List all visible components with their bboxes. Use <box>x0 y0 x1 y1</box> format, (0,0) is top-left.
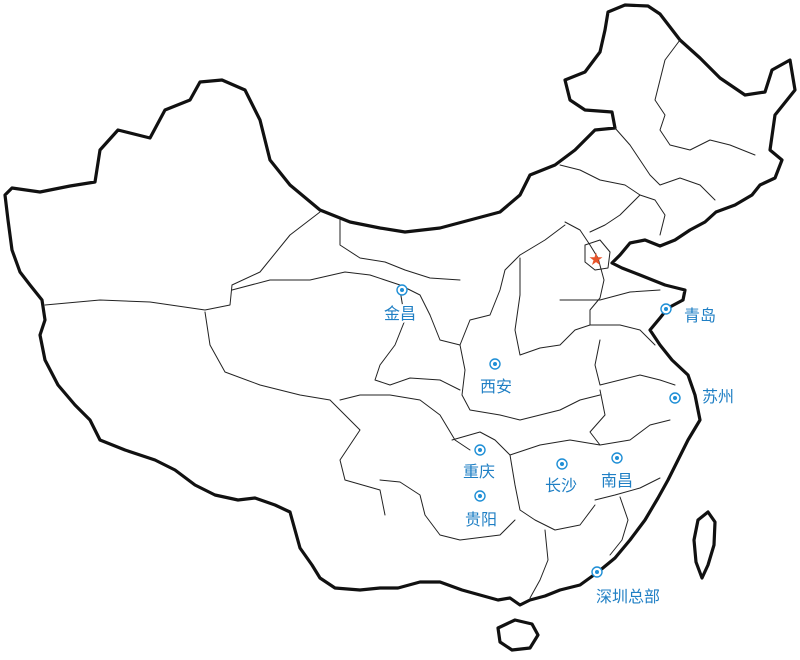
capital-star-icon <box>589 252 603 265</box>
city-markers: 金昌 西安 青岛 苏州 重庆 长沙 南昌 <box>382 284 736 608</box>
city-label-qingdao: 青岛 <box>684 306 716 325</box>
city-label-changsha: 长沙 <box>545 476 577 495</box>
city-marker-jinchang[interactable]: 金昌 <box>382 284 418 325</box>
country-outline <box>3 3 797 607</box>
city-label-jinchang: 金昌 <box>384 304 416 323</box>
city-label-guiyang: 贵阳 <box>465 510 497 529</box>
city-marker-shenzhen[interactable]: 深圳总部 <box>591 566 662 608</box>
city-marker-suzhou[interactable]: 苏州 <box>669 385 736 408</box>
city-marker-nanchang[interactable]: 南昌 <box>599 452 635 492</box>
taiwan-island <box>692 510 717 580</box>
location-dot-icon <box>478 448 482 452</box>
city-label-nanchang: 南昌 <box>601 471 633 490</box>
city-label-chongqing: 重庆 <box>463 462 495 481</box>
city-marker-chongqing[interactable]: 重庆 <box>461 444 497 483</box>
location-dot-icon <box>560 462 564 466</box>
city-label-xian: 西安 <box>480 377 512 396</box>
province-borders <box>44 39 756 599</box>
location-dot-icon <box>673 396 677 400</box>
city-marker-qingdao[interactable]: 青岛 <box>660 303 718 327</box>
city-label-shenzhen: 深圳总部 <box>596 587 660 606</box>
city-marker-guiyang[interactable]: 贵阳 <box>463 490 499 531</box>
hainan-island <box>496 618 540 652</box>
city-marker-xian[interactable]: 西安 <box>478 358 514 398</box>
location-dot-icon <box>595 570 599 574</box>
location-dot-icon <box>664 307 668 311</box>
location-dot-icon <box>493 362 497 366</box>
city-marker-changsha[interactable]: 长沙 <box>543 458 579 497</box>
location-dot-icon <box>478 494 482 498</box>
location-dot-icon <box>400 288 404 292</box>
city-label-suzhou: 苏州 <box>702 387 734 406</box>
location-dot-icon <box>615 456 619 460</box>
